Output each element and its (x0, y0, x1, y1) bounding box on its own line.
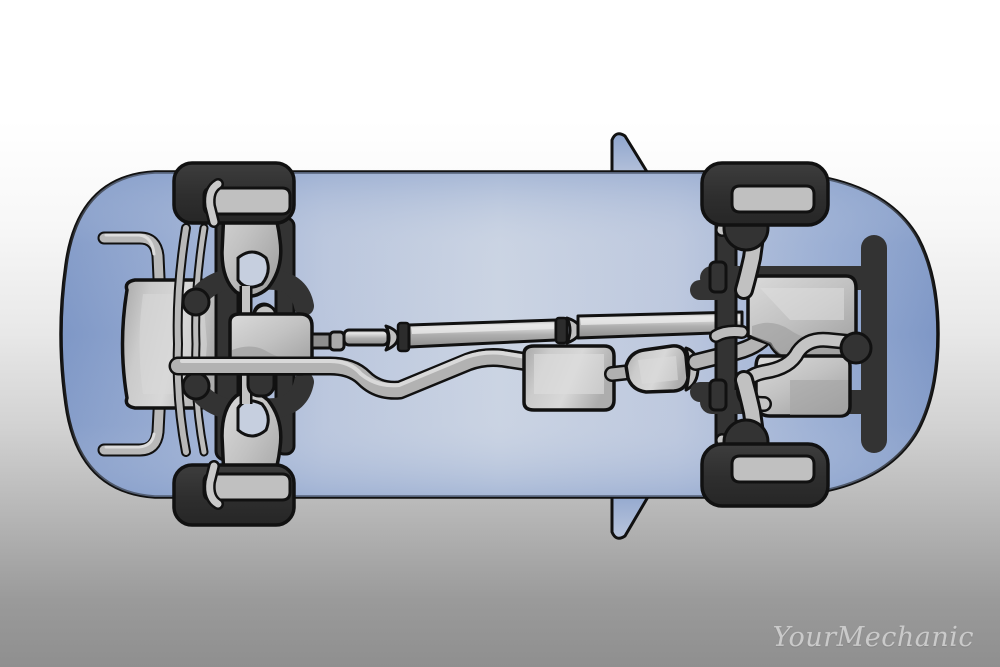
rear-lower-knuckle-cut (236, 399, 270, 438)
tailpipe-upper-highlight (104, 233, 156, 256)
wheel-rear-bottom-arm-metal (206, 462, 222, 508)
driveshaft-front-highlight (581, 315, 740, 325)
front-wheels-group (700, 161, 830, 508)
exhaust-resonator-highlight (534, 354, 604, 394)
side-mirror-bottom-shape (610, 488, 654, 540)
driveshaft-mid-highlight (412, 323, 554, 334)
pinion-yoke (328, 330, 346, 352)
engine-mount-bushing (839, 331, 873, 365)
driveshaft-group (342, 310, 744, 353)
wheel-front-bottom-hub (730, 454, 816, 484)
rear-subframe-rail-inner-metal (193, 225, 207, 455)
wheel-front-top-hub (730, 184, 816, 214)
u-joint-rear-collar (396, 321, 411, 353)
watermark-yourmechanic: YourMechanic (772, 622, 974, 653)
engine-group (709, 274, 873, 418)
tailpipe-lower-highlight (104, 432, 156, 449)
exhaust-pipe-rear-highlight (180, 350, 528, 388)
tailpipe-lower-metal (99, 387, 165, 455)
rear-subframe-rail-metal (174, 225, 189, 455)
catalytic-converter-highlight (638, 356, 678, 384)
transmission-shading (790, 380, 848, 415)
u-joint-rear-yoke (384, 324, 400, 352)
wheel-rear-top-arm-metal (206, 180, 222, 226)
wheel-rear-top-hub (202, 186, 292, 216)
u-joint-front-collar (554, 316, 569, 345)
side-mirror-top-shape (610, 132, 654, 182)
tailpipe-upper-metal (99, 233, 165, 305)
engine-oil-pan-highlight (760, 288, 844, 320)
exhaust-midpipe-group (168, 321, 779, 412)
wheel-rear-bottom-hub (202, 472, 292, 502)
front-hub-lower (708, 378, 728, 412)
rear-upper-bushing (181, 287, 211, 317)
engine-feed-pipe-metal (711, 327, 747, 341)
rear-upper-knuckle-cut (236, 250, 270, 289)
rear-lower-bushing (181, 371, 211, 401)
front-hub-upper (708, 260, 728, 294)
rear-wheels-group (172, 161, 296, 527)
exhaust-pipe-rear-metal (171, 350, 535, 398)
driveshaft-rear-section (342, 328, 390, 347)
